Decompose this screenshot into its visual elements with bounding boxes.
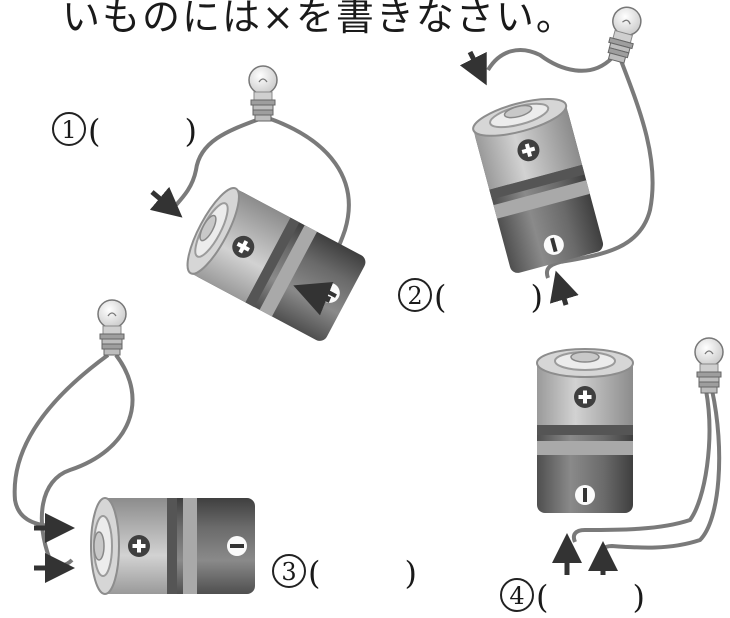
bulb-icon	[97, 299, 127, 356]
item-number: 1	[52, 112, 86, 146]
answer-blank-3: 3()	[272, 554, 417, 592]
battery-icon	[90, 497, 256, 595]
wire	[486, 48, 614, 73]
bulb-icon	[601, 3, 645, 66]
arrow-icon	[149, 186, 183, 218]
arrow-icon	[549, 270, 579, 306]
wire	[544, 57, 655, 279]
arrow-icon	[459, 50, 487, 86]
answer-blank-1: 1()	[52, 112, 197, 150]
bulb-icon	[694, 337, 724, 394]
circuit-3	[12, 299, 256, 595]
item-number: 3	[272, 554, 306, 588]
instruction-text: いものには×を書きなさい。	[62, 0, 576, 39]
item-number: 4	[500, 578, 534, 612]
battery-icon	[177, 180, 370, 345]
circuit-1	[149, 65, 370, 345]
item-number: 2	[398, 278, 432, 312]
circuit-2	[459, 3, 655, 306]
battery-icon	[468, 90, 606, 276]
answer-blank-4: 4()	[500, 578, 645, 616]
battery-icon	[536, 348, 634, 514]
bulb-icon	[248, 65, 278, 122]
wire	[571, 389, 712, 543]
wire	[12, 353, 110, 530]
circuit-4	[536, 337, 724, 575]
answer-blank-2: 2()	[398, 278, 543, 316]
arrow-icon	[293, 281, 334, 316]
